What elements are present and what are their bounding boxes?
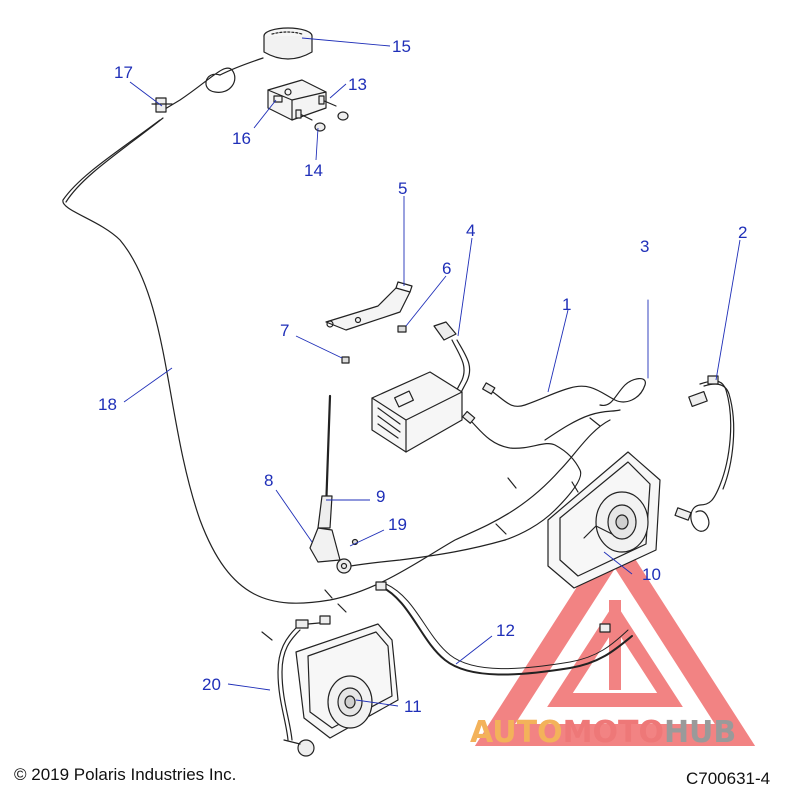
bolts — [295, 95, 349, 132]
callout-17: 17 — [114, 63, 133, 82]
callout-14: 14 — [304, 161, 323, 180]
copyright-text: © 2019 Polaris Industries Inc. — [14, 765, 237, 784]
control-module — [371, 371, 463, 453]
speaker-right — [547, 451, 661, 589]
callout-20: 20 — [202, 675, 221, 694]
cable-clip — [151, 97, 173, 113]
callout-15: 15 — [392, 37, 411, 56]
callout-18: 18 — [98, 395, 117, 414]
callout-10: 10 — [642, 565, 661, 584]
callout-9: 9 — [376, 487, 386, 506]
callout-6: 6 — [442, 259, 452, 278]
callout-5: 5 — [398, 179, 408, 198]
ring-terminal — [336, 538, 359, 574]
mount-bracket — [267, 79, 327, 121]
nut-7 — [341, 356, 350, 364]
watermark-moto: MOTO — [562, 715, 664, 750]
callout-19: 19 — [388, 515, 407, 534]
ribbon-strap — [375, 581, 633, 676]
callout-12: 12 — [496, 621, 515, 640]
whip-antenna — [309, 394, 341, 563]
watermark-auto: AUTO — [470, 715, 563, 750]
callout-2: 2 — [738, 223, 748, 242]
puck-antenna — [263, 27, 313, 60]
speaker-lead — [277, 615, 331, 757]
callout-8: 8 — [264, 471, 274, 490]
callout-7: 7 — [280, 321, 290, 340]
antenna-cable — [62, 119, 611, 604]
callout-16: 16 — [232, 129, 251, 148]
drawing-number: C700631-4 — [686, 769, 771, 788]
leader-lines — [123, 37, 741, 707]
nut-6 — [397, 325, 407, 333]
callout-1: 1 — [562, 295, 572, 314]
watermark-hub: HUB — [663, 715, 737, 750]
callout-13: 13 — [348, 75, 367, 94]
callout-3: 3 — [640, 237, 650, 256]
power-lead — [674, 375, 735, 532]
speaker-left — [295, 623, 399, 739]
module-bracket — [325, 281, 413, 331]
watermark-text: AUTOMOTOHUB — [470, 718, 736, 748]
callout-11: 11 — [404, 697, 422, 716]
callout-4: 4 — [466, 221, 476, 240]
wiring-harness — [339, 378, 646, 569]
